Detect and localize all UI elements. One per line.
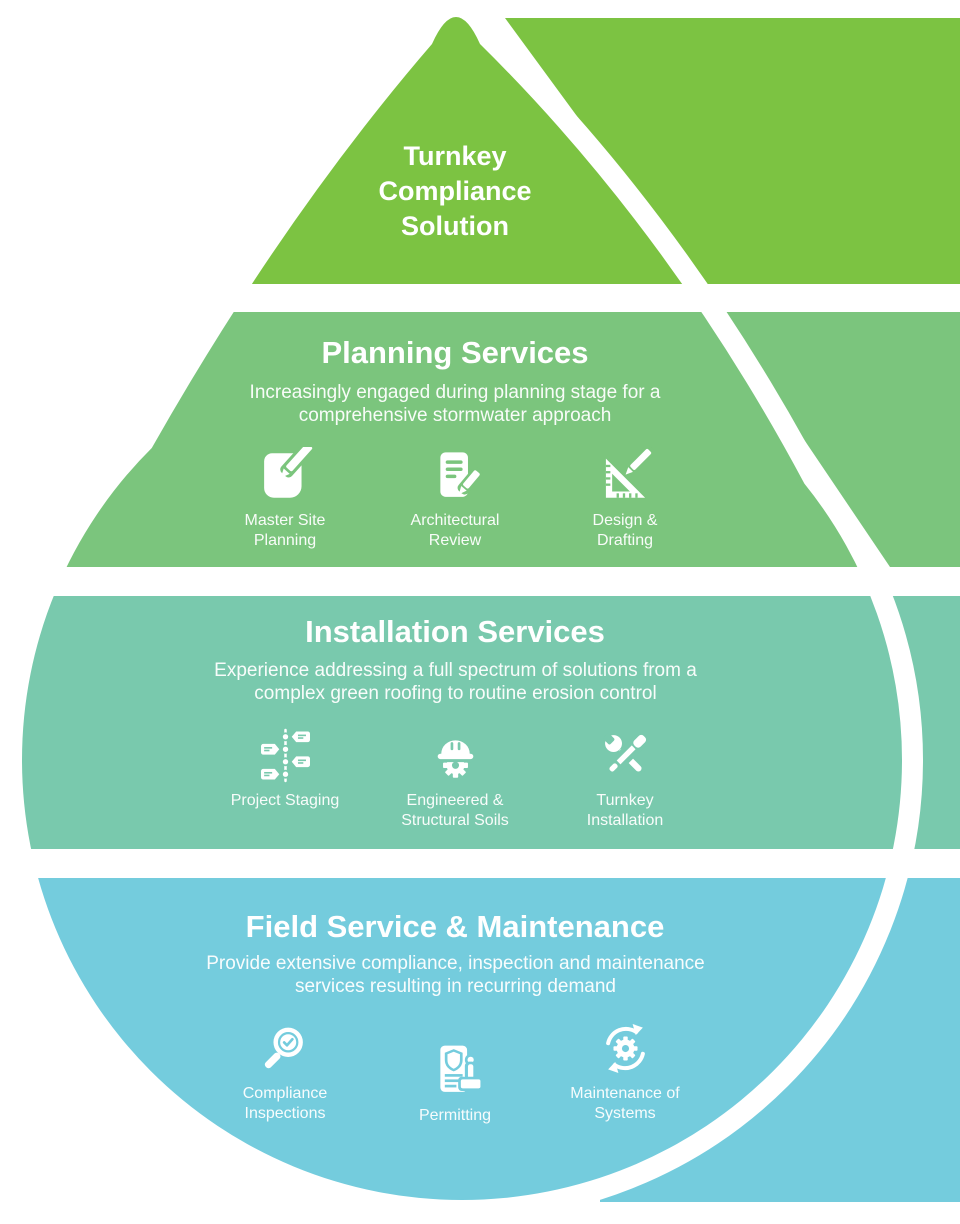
service-item: Turnkey Installation [540, 726, 710, 831]
service-item-label: Engineered & Structural Soils [401, 792, 509, 829]
service-item: Permitting [370, 1041, 540, 1146]
screwdriver-wrench-icon [597, 726, 654, 784]
tier2-subtitle: Increasingly engaged during planning sta… [249, 382, 661, 426]
timeline-tags-icon [257, 726, 314, 784]
tier3-title: Installation Services [305, 614, 605, 649]
service-item-label: Turnkey Installation [586, 792, 664, 829]
document-pencil-icon [427, 446, 484, 504]
tier3-items-row: Project Staging Engineered & Structural … [200, 726, 710, 831]
service-item: Project Staging [200, 726, 370, 831]
tier3-band [22, 596, 902, 849]
service-item: Compliance Inspections [200, 1019, 370, 1124]
tier2-title: Planning Services [321, 335, 589, 370]
service-item: Master Site Planning [200, 446, 370, 551]
tier4-subtitle: Provide extensive compliance, inspection… [206, 953, 705, 997]
service-item: Maintenance of Systems [540, 1019, 710, 1124]
tier4-title: Field Service & Maintenance [245, 909, 665, 944]
service-item-label: Design & Drafting [592, 512, 658, 549]
service-item-label: Project Staging [230, 792, 340, 809]
tier3-subtitle: Experience addressing a full spectrum of… [214, 660, 697, 704]
service-item-label: Compliance Inspections [242, 1085, 328, 1122]
ruler-pencil-icon [597, 446, 654, 504]
hardhat-gear-icon [427, 726, 484, 784]
tier1-right-panel [505, 18, 960, 284]
magnifier-check-icon [257, 1019, 314, 1077]
tier2-items-row: Master Site Planning Architectural Revie… [200, 446, 710, 551]
gear-sync-icon [597, 1019, 654, 1077]
tier1-title: Turnkey Compliance Solution [378, 141, 532, 241]
service-item: Engineered & Structural Soils [370, 726, 540, 831]
blueprint-pencil-icon [257, 446, 314, 504]
service-item: Design & Drafting [540, 446, 710, 551]
service-item-label: Maintenance of Systems [570, 1085, 680, 1122]
service-item-label: Architectural Review [410, 512, 500, 549]
tier4-items-row: Compliance Inspections Permitting Mainte… [200, 1019, 710, 1124]
service-item: Architectural Review [370, 446, 540, 551]
tier2-right-panel [718, 312, 960, 567]
document-stamp-icon [427, 1041, 484, 1099]
service-item-label: Permitting [418, 1107, 492, 1124]
service-item-label: Master Site Planning [244, 512, 326, 549]
